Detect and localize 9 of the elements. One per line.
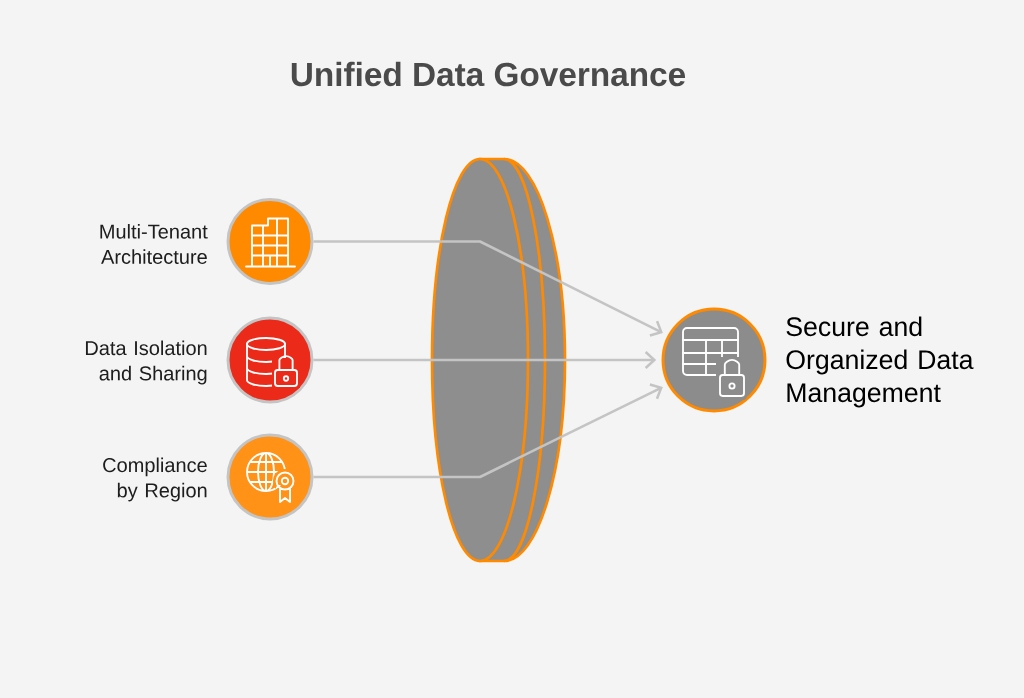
node-label: Data Isolation and Sharing <box>85 340 207 385</box>
arrow <box>565 351 657 369</box>
node-label: Secure and Organized Data Management <box>786 316 974 408</box>
node-label: Multi-Tenant Architecture <box>100 224 208 264</box>
arrow <box>559 280 663 337</box>
lens-disk <box>430 157 567 563</box>
node-label: Compliance by Region <box>103 457 207 502</box>
arrow <box>559 383 663 439</box>
title: Unified Data Governance <box>291 61 686 87</box>
